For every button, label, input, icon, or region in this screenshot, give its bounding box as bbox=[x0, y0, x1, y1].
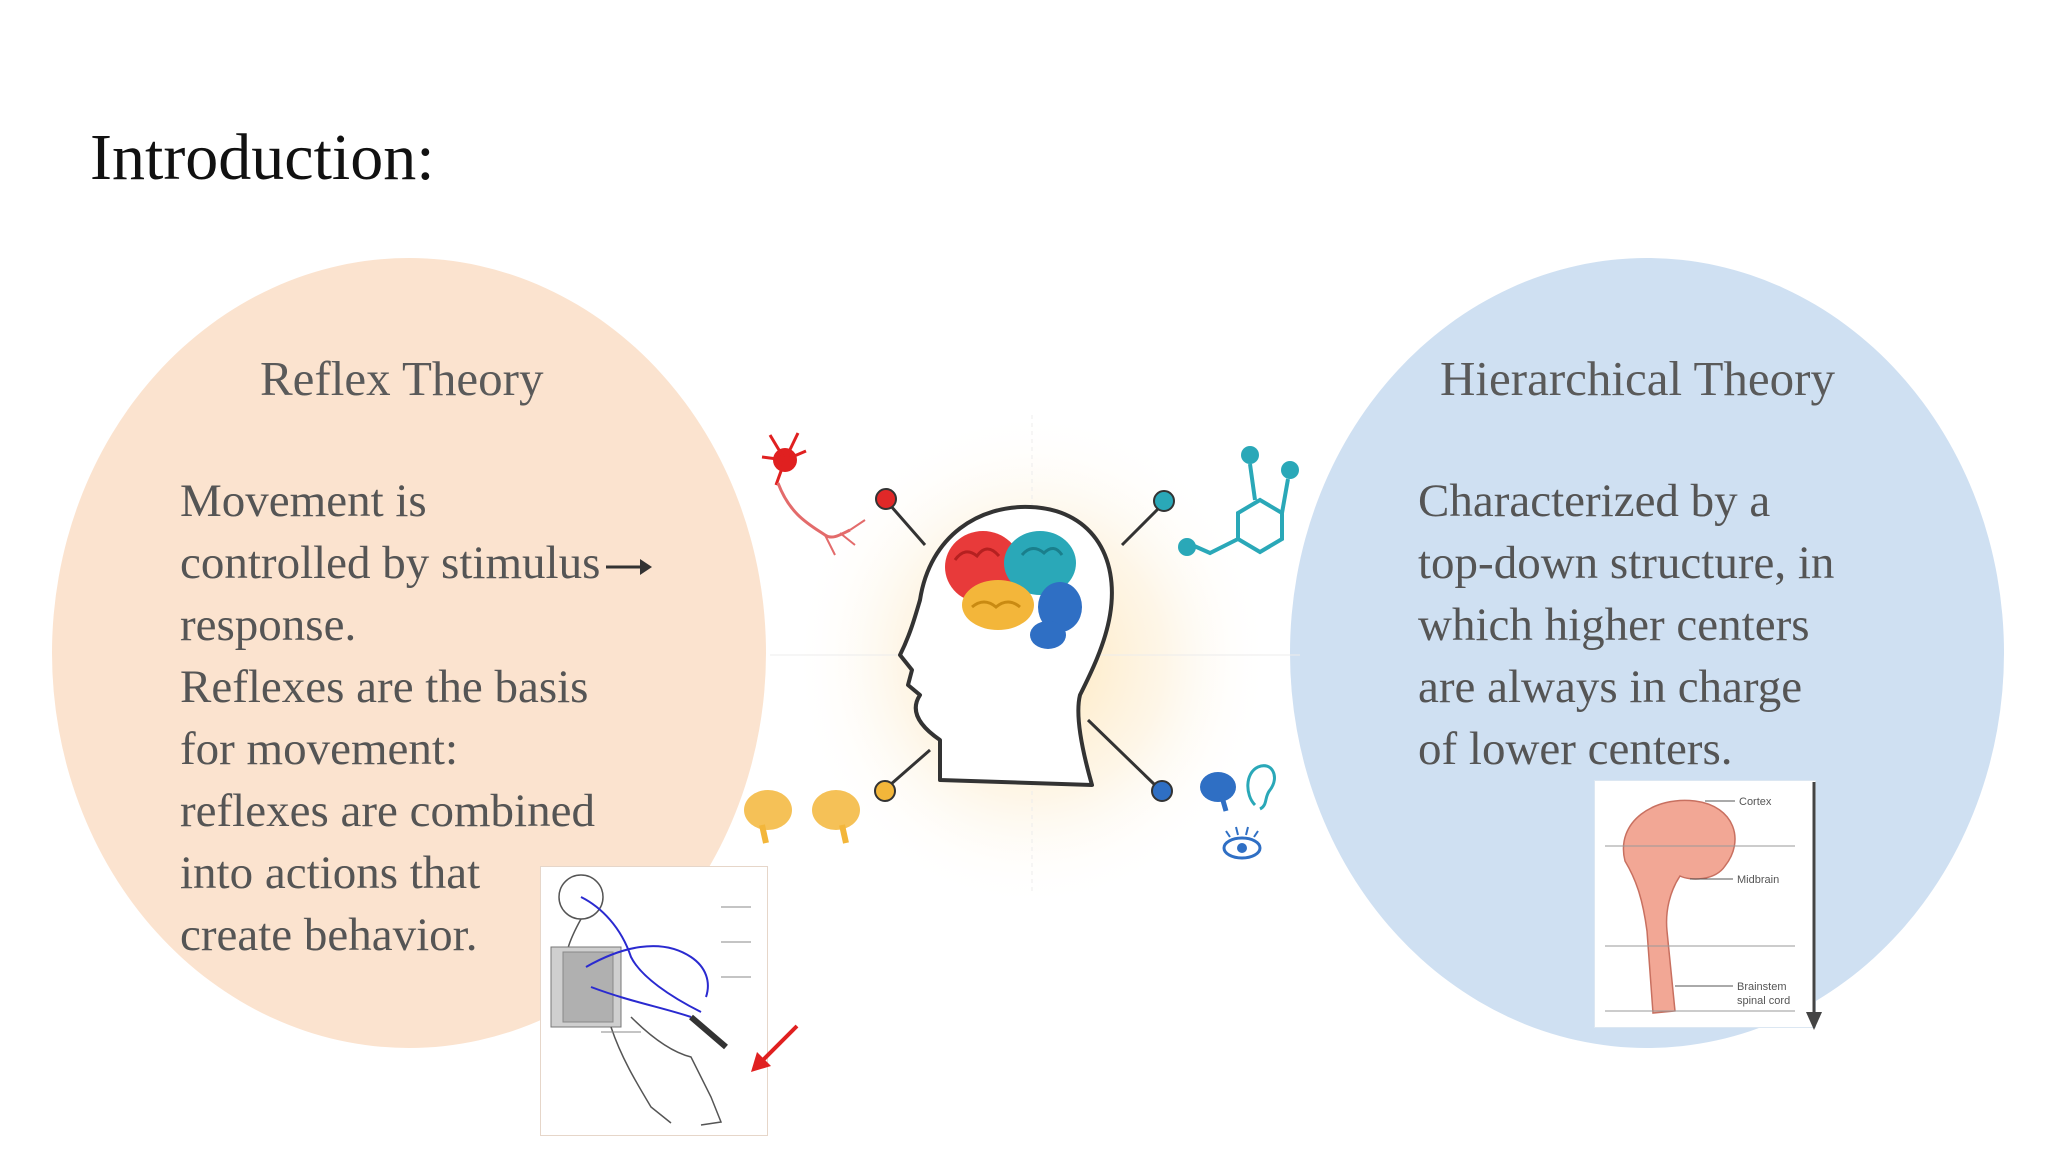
red-arrow-icon bbox=[751, 1024, 799, 1072]
head-brain-icon bbox=[898, 504, 1114, 787]
small-brain-icon bbox=[1200, 772, 1236, 812]
hierarchical-theory-heading: Hierarchical Theory bbox=[1440, 351, 1835, 406]
hierarchical-line: are always in charge bbox=[1418, 661, 1803, 713]
reflex-line: into actions that bbox=[180, 847, 481, 899]
reflex-arc-image bbox=[540, 866, 768, 1136]
brain-hierarchy-image: Cortex Midbrain Brainstem spinal cord bbox=[1594, 780, 1816, 1028]
neuron-icon bbox=[761, 432, 866, 556]
page-title: Introduction: bbox=[90, 121, 435, 194]
hierarchical-theory-body: Characterized by a top-down structure, i… bbox=[1418, 470, 1978, 780]
eye-icon bbox=[1222, 826, 1262, 860]
reflex-line-with-arrow: controlled by stimulus bbox=[180, 532, 740, 594]
reflex-line: for movement: bbox=[180, 723, 459, 775]
reflex-line: Reflexes are the basis bbox=[180, 661, 589, 713]
diagram-label-spinal-cord: spinal cord bbox=[1737, 995, 1790, 1007]
diagram-label-midbrain: Midbrain bbox=[1737, 874, 1779, 886]
reflex-line: reflexes are combined bbox=[180, 785, 595, 837]
reflex-line: Movement is bbox=[180, 475, 427, 527]
ear-icon bbox=[1246, 764, 1276, 811]
arrow-down-icon bbox=[1806, 782, 1822, 1030]
hierarchical-line: which higher centers bbox=[1418, 599, 1810, 651]
brain-illustration bbox=[744, 410, 1300, 910]
molecule-icon bbox=[1178, 446, 1299, 556]
small-brain-icon bbox=[744, 790, 860, 844]
diagram-label-brainstem: Brainstem bbox=[1737, 981, 1787, 993]
hierarchical-line: Characterized by a bbox=[1418, 475, 1771, 527]
arrow-right-icon bbox=[606, 559, 653, 576]
hierarchical-line: top-down structure, in bbox=[1418, 537, 1835, 589]
reflex-line: response. bbox=[180, 599, 357, 651]
diagram-label-cortex: Cortex bbox=[1739, 796, 1772, 808]
reflex-line: controlled by stimulus bbox=[180, 537, 601, 589]
hierarchical-line: of lower centers. bbox=[1418, 723, 1733, 775]
reflex-theory-heading: Reflex Theory bbox=[260, 351, 544, 406]
reflex-theory-body: Movement is controlled by stimulus respo… bbox=[180, 470, 740, 966]
reflex-line: create behavior. bbox=[180, 909, 478, 961]
